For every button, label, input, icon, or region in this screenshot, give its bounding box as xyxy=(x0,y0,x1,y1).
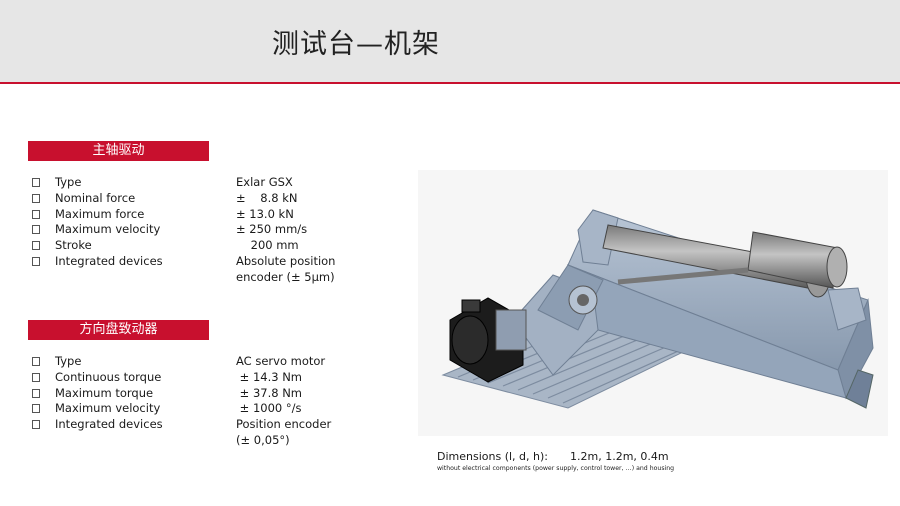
spec-value: Position encoder xyxy=(236,417,332,432)
bullet-icon xyxy=(32,225,40,235)
section-heading-spindle-drive: 主轴驱动 xyxy=(28,141,209,161)
spec-value: Absolute position xyxy=(236,253,336,268)
spec-value-continued: (± 0,05°) xyxy=(236,432,290,447)
spec-label: Maximum force xyxy=(55,206,145,221)
spec-label: Continuous torque xyxy=(55,369,162,384)
spec-label: Maximum velocity xyxy=(55,401,161,416)
spec-label: Integrated devices xyxy=(55,253,163,268)
bullet-icon xyxy=(32,178,40,187)
bullet-icon xyxy=(32,241,40,251)
spec-value-continued: encoder (± 5µm) xyxy=(236,269,335,284)
bullet-icon xyxy=(32,357,40,366)
spec-label: Type xyxy=(55,354,82,368)
spec-value: ± 8.8 kN xyxy=(236,190,298,205)
spec-label: Maximum torque xyxy=(55,385,154,400)
bullet-icon xyxy=(32,256,40,266)
test-rig-illustration xyxy=(441,209,874,409)
spec-value: ± 250 mm/s xyxy=(236,222,308,237)
section-heading-steering-actuator: 方向盘致动器 xyxy=(28,320,209,340)
spec-label: Type xyxy=(55,175,82,189)
spec-label: Integrated devices xyxy=(55,417,163,432)
spec-value: ± 37.8 Nm xyxy=(236,385,303,400)
spec-label: Nominal force xyxy=(55,190,136,205)
spec-value: 200 mm xyxy=(236,238,299,253)
bullet-icon xyxy=(32,372,40,382)
header-divider xyxy=(0,82,900,84)
spec-value: ± 13.0 kN xyxy=(236,206,294,221)
spec-value: ± 14.3 Nm xyxy=(236,369,303,384)
page-title: 测试台—机架 xyxy=(272,29,440,60)
spec-value: ± 1000 °/s xyxy=(236,401,302,416)
spec-label: Maximum velocity xyxy=(55,222,161,237)
bullet-icon xyxy=(32,388,40,398)
bullet-icon xyxy=(32,193,40,203)
bullet-icon xyxy=(32,420,40,430)
dimensions-note: without electrical components (power sup… xyxy=(437,465,675,472)
dimensions-value: 1.2m, 1.2m, 0.4m xyxy=(570,450,669,463)
spec-value: Exlar GSX xyxy=(236,175,293,189)
dimensions-label: Dimensions (l, d, h): xyxy=(437,450,548,463)
header-band xyxy=(0,0,900,82)
bullet-icon xyxy=(32,209,40,219)
spec-value: AC servo motor xyxy=(236,354,326,368)
spec-label: Stroke xyxy=(55,238,92,253)
test-rig-render xyxy=(418,170,888,436)
bullet-icon xyxy=(32,404,40,414)
